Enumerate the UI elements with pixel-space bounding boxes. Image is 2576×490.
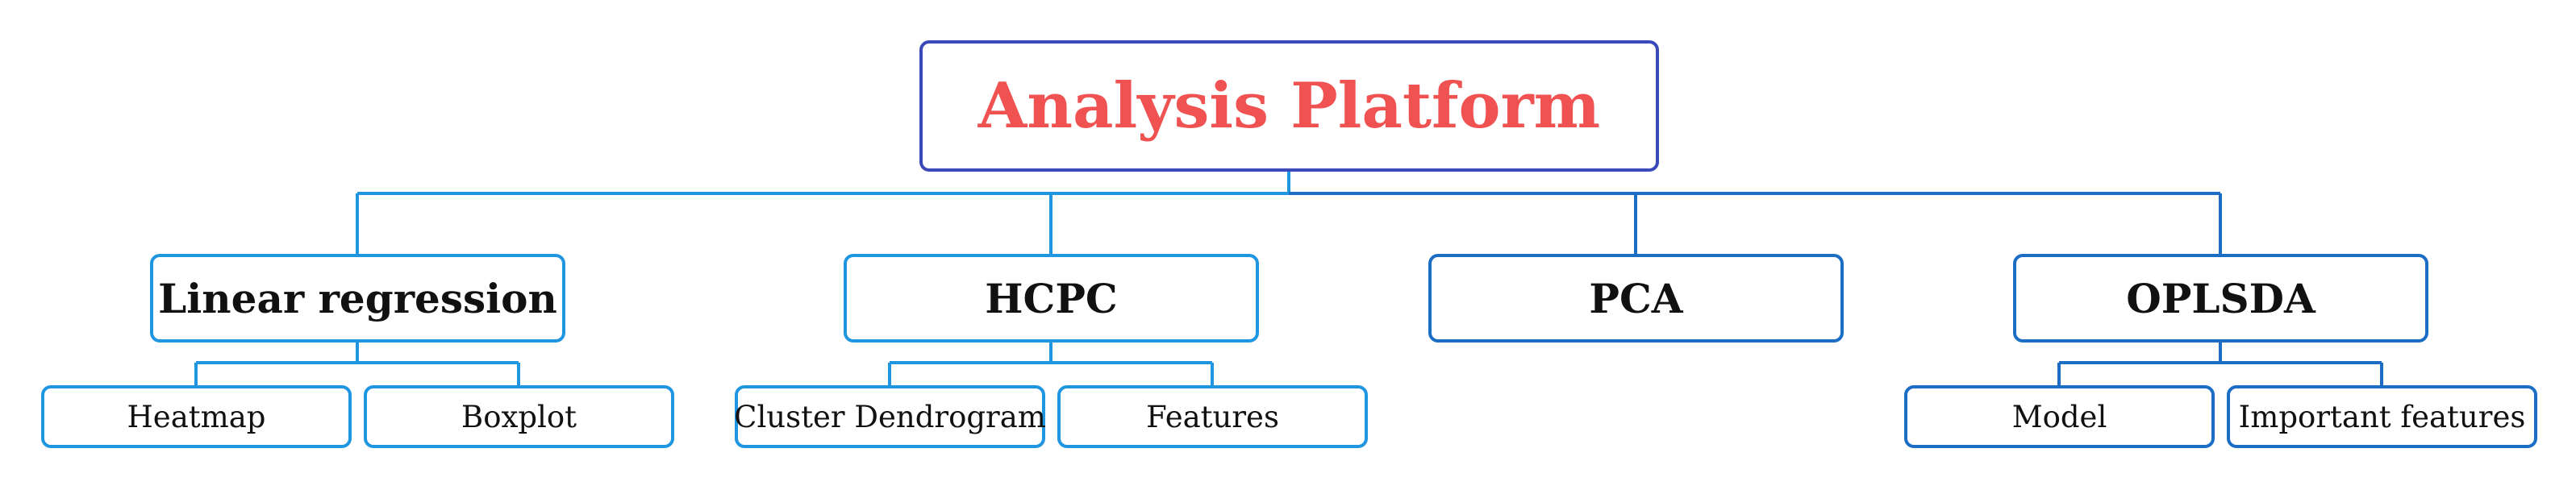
leaf-node-important-features: Important features bbox=[2227, 385, 2537, 448]
branch-node-oplsda: OPLSDA bbox=[2013, 254, 2428, 343]
branch-node-linear-regression: Linear regression bbox=[150, 254, 565, 343]
leaf-node-heatmap: Heatmap bbox=[41, 385, 352, 448]
root-connector bbox=[357, 172, 1290, 195]
leaf-connector-hcpc bbox=[888, 343, 1214, 385]
leaf-connector-linear-regression bbox=[194, 343, 520, 385]
leaf-node-features: Features bbox=[1057, 385, 1368, 448]
branch-node-hcpc: HCPC bbox=[844, 254, 1259, 343]
leaf-node-model: Model bbox=[1904, 385, 2215, 448]
leaf-node-boxplot: Boxplot bbox=[364, 385, 674, 448]
leaf-node-cluster-dendrogram: Cluster Dendrogram bbox=[734, 385, 1046, 448]
branch-node-pca: PCA bbox=[1428, 254, 1844, 343]
root-node-analysis-platform: Analysis Platform bbox=[919, 40, 1659, 172]
leaf-connector-oplsda bbox=[2057, 343, 2383, 385]
